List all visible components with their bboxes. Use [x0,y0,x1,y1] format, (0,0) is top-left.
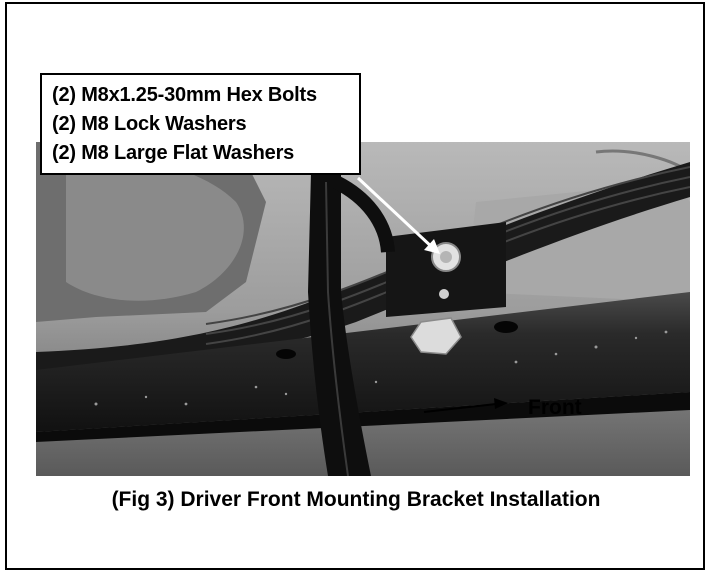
callout-pointer-line [356,176,436,251]
front-direction-label: Front [528,396,582,419]
rail-hole [494,321,518,333]
underbody-panel-recess [66,158,244,301]
rail-hole-2 [276,349,296,359]
lower-bolt [439,289,449,299]
frame-rail [36,292,690,432]
callout-line-lock-washers: (2) M8 Lock Washers [52,113,247,135]
photo-illustration [36,142,690,476]
plastic-clip [410,317,462,355]
hardware-callout-box: (2) M8x1.25-30mm Hex Bolts (2) M8 Lock W… [40,73,361,175]
strap-bend [332,175,395,253]
callout-pointer-head [424,239,440,254]
front-direction-line [423,403,497,413]
frame-rail-lower [36,392,690,442]
front-direction-arrowhead [494,398,508,409]
strap-highlight [325,181,349,476]
callout-line-hex-bolts: (2) M8x1.25-30mm Hex Bolts [52,84,317,106]
callout-line-flat-washers: (2) M8 Large Flat Washers [52,142,295,164]
rail-speckles [94,330,668,406]
support-strap [308,160,371,476]
figure-caption: (Fig 3) Driver Front Mounting Bracket In… [111,488,601,511]
installation-photo [36,142,690,476]
hex-bolt-head [440,251,452,263]
